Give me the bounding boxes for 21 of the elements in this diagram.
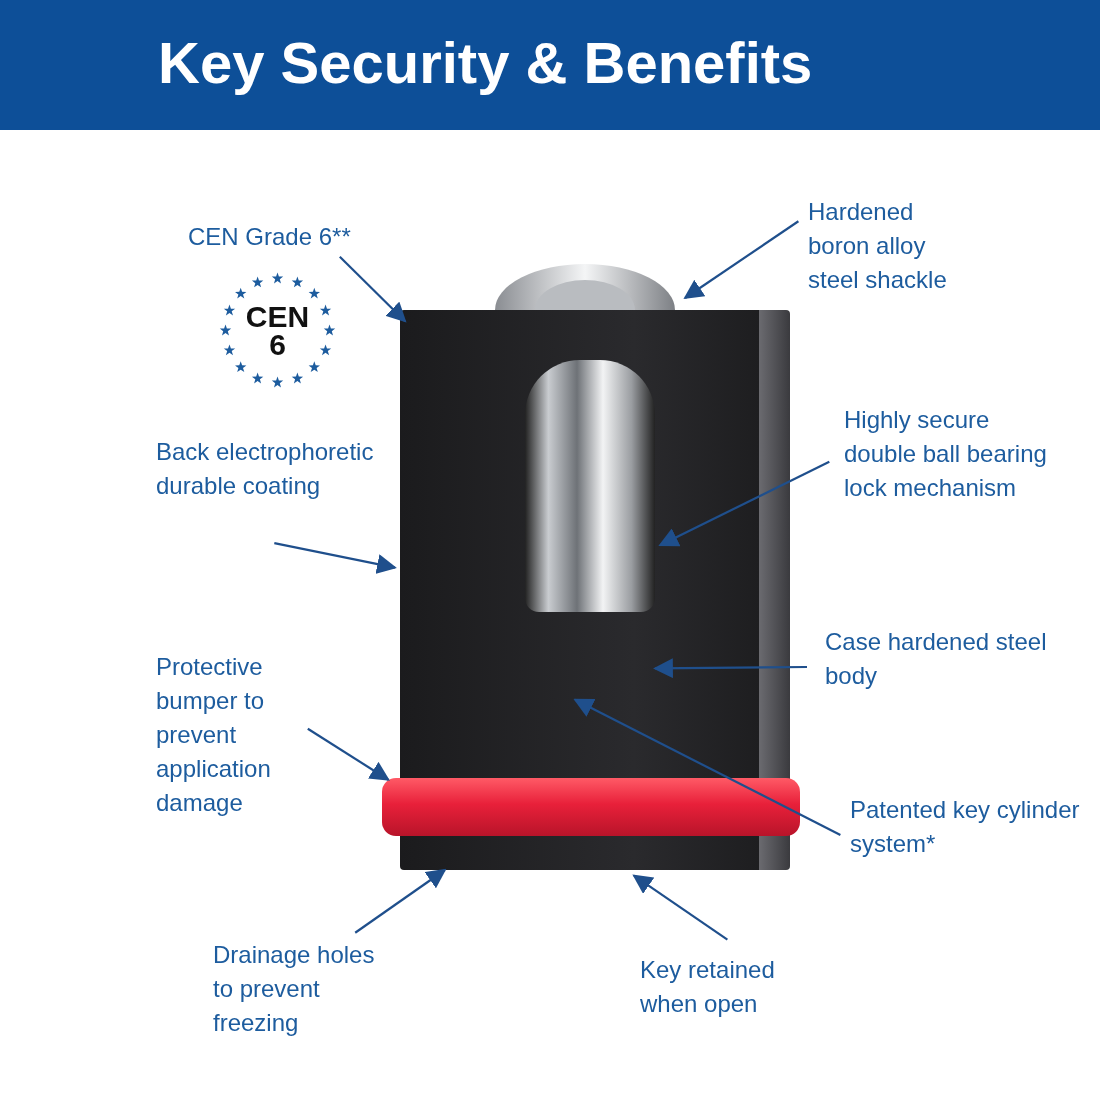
leader-arrow [658, 460, 830, 547]
callout-text: Back electrophoretic durable coating [156, 435, 388, 540]
callout-text: Key retained when open [640, 953, 830, 1023]
leader-arrow [632, 874, 729, 941]
grade-badge-text: CEN 6 [244, 302, 311, 359]
title: Key Security & Benefits [158, 29, 813, 97]
callout-text: Case hardened steel body [825, 625, 1050, 695]
callout-text: Drainage holes to prevent freezing [213, 938, 393, 1043]
callout-text: Highly secure double ball bearing lock mechanism [844, 403, 1054, 543]
callout-text: Protective bumper to prevent application damage [156, 650, 321, 825]
leader-arrow [274, 542, 397, 574]
callout-text: CEN Grade 6** [188, 220, 418, 252]
leader-arrow [683, 220, 799, 300]
leader-arrow [307, 727, 390, 781]
callout-text: Patented key cylinder system* [850, 793, 1090, 863]
leader-arrow [653, 658, 807, 679]
leader-arrow [339, 256, 407, 323]
leader-arrow [573, 698, 841, 836]
callout-text: Hardened boron alloy steel shackle [808, 195, 968, 300]
rubber-bumper [382, 778, 800, 836]
leader-arrow [354, 868, 447, 934]
